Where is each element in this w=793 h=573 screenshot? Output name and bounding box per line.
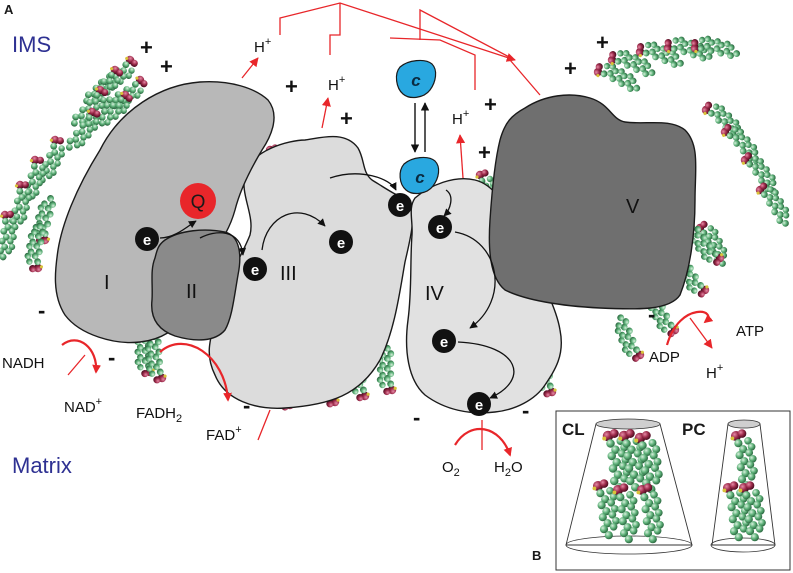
lipid-molecule: [661, 29, 716, 71]
cytochrome-c-lower-label: c: [415, 168, 425, 187]
proton-arrow-iv: [456, 134, 466, 179]
ims-label: IMS: [12, 32, 51, 57]
e-arrow-1: [159, 220, 197, 239]
e-arrow-5: [443, 189, 452, 217]
e-arrow-3: [261, 212, 326, 251]
pc-cone-top: [727, 419, 761, 429]
proton-flow-branch-2: [419, 8, 516, 61]
e-arrow-2: [199, 232, 247, 256]
proton-into-v: [509, 59, 541, 96]
membrane-charges: + + + + + + + + - - - - - -: [38, 30, 655, 430]
electron-7: [467, 392, 491, 416]
proton-label-2: H+: [328, 74, 345, 94]
proton-label-3: H+: [452, 108, 469, 128]
complex-iv-label: IV: [425, 283, 445, 305]
cytochrome-c-lower: [399, 156, 440, 195]
plus-sign: +: [484, 92, 497, 117]
complex-v-label: V: [626, 196, 640, 218]
e-arrow-7: [457, 341, 515, 399]
nadh-tick: [67, 354, 86, 376]
fad-label: FAD+: [206, 424, 242, 444]
adp-label: ADP: [649, 349, 680, 366]
electron-4: [388, 193, 412, 217]
electron-7-label: e: [475, 397, 483, 414]
h2o-label: H2O: [494, 459, 523, 479]
quinone-label: Q: [191, 192, 206, 213]
inset-pc-label: PC: [682, 420, 706, 439]
atp-arrow: [665, 310, 714, 346]
electron-5: [428, 215, 452, 239]
minus-sign: -: [648, 302, 655, 327]
panel-label-a: A: [4, 2, 14, 17]
nad-label: NAD+: [64, 396, 102, 416]
inset-panel-b: CL PC B: [532, 410, 791, 571]
proton-arrow-i: [241, 57, 259, 79]
cl-cone-top: [595, 418, 661, 430]
electron-path: [159, 173, 515, 399]
plus-sign: +: [564, 56, 577, 81]
e-arrow-6: [454, 231, 496, 329]
plus-sign: +: [596, 30, 609, 55]
minus-sign: -: [243, 393, 250, 418]
proton-label-1: H+: [254, 36, 271, 56]
electron-6: [432, 329, 456, 353]
proton-pump-paths: [241, 2, 541, 179]
electron-1-label: e: [143, 232, 151, 249]
matrix-reaction-arrows: [61, 310, 714, 457]
lipid-molecule: [610, 310, 646, 366]
minus-sign: -: [522, 398, 529, 423]
complex-ii-label: II: [186, 281, 197, 303]
minus-sign: -: [413, 405, 420, 430]
electron-2-label: e: [251, 262, 259, 279]
matrix-label: Matrix: [12, 453, 72, 478]
fadh2-label: FADH2: [136, 405, 182, 425]
minus-sign: -: [108, 345, 115, 370]
electron-2: [243, 257, 267, 281]
plus-sign: +: [478, 140, 491, 165]
o2-arrow: [454, 427, 512, 457]
plus-sign: +: [340, 106, 353, 131]
cytochrome-c-upper: [395, 59, 437, 99]
proton-flow-branch: [329, 3, 341, 55]
plus-sign: +: [285, 74, 298, 99]
e-arrow-4: [329, 173, 397, 191]
fadh2-arrow: [159, 342, 232, 402]
h-to-matrix-arrow: [689, 317, 713, 349]
electron-3: [329, 230, 353, 254]
nadh-arrow: [61, 339, 101, 374]
lipid-molecule: [0, 208, 25, 263]
complex-v: [488, 94, 697, 310]
minus-sign: -: [38, 298, 45, 323]
inset-frame: [555, 410, 791, 571]
electron-6-label: e: [440, 334, 448, 351]
complex-i-label: I: [104, 272, 110, 294]
proton-flow-branch-3: [389, 37, 476, 90]
o2-label: O2: [442, 459, 460, 479]
plus-sign: +: [140, 35, 153, 60]
electron-1: [135, 227, 159, 251]
cytochrome-c-upper-label: c: [411, 71, 421, 90]
electron-5-label: e: [436, 220, 444, 237]
fad-tick: [257, 409, 271, 441]
proton-flow-to-v: [279, 2, 516, 62]
panel-label-b: B: [532, 548, 541, 563]
pc-cone-base: [710, 537, 776, 553]
electron-4-label: e: [396, 198, 404, 215]
nadh-label: NADH: [2, 355, 45, 372]
lipid-molecule: [688, 28, 743, 68]
proton-arrow-iii: [321, 97, 331, 129]
quinone-circle: [180, 183, 216, 219]
proton-matrix-label: H+: [706, 362, 723, 382]
atp-label: ATP: [736, 323, 764, 340]
inset-cl-label: CL: [562, 420, 585, 439]
plus-sign: +: [160, 54, 173, 79]
complex-iii-label: III: [280, 263, 297, 285]
electrons: e e e e e e e: [135, 193, 491, 416]
electron-3-label: e: [337, 235, 345, 252]
